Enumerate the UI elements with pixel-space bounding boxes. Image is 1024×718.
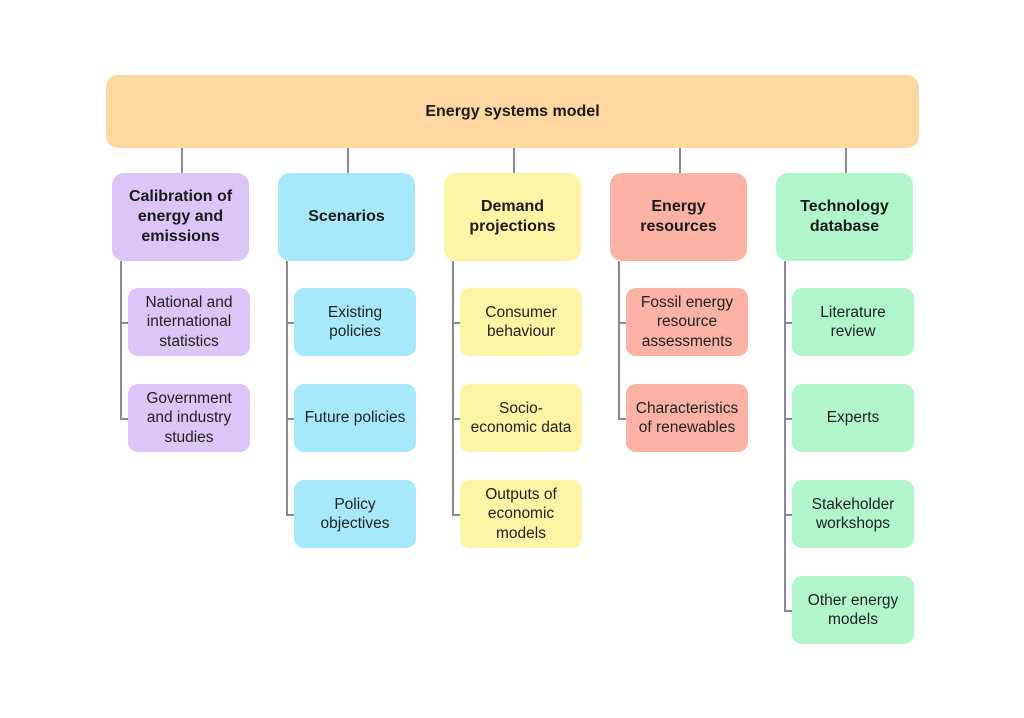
connector-spine bbox=[120, 261, 122, 418]
sub-node: Literature review bbox=[792, 288, 914, 356]
sub-node-label: National and international statistics bbox=[145, 293, 233, 350]
category-node: Scenarios bbox=[278, 173, 415, 261]
sub-node: Consumer behaviour bbox=[460, 288, 582, 356]
sub-node-label: Consumer behaviour bbox=[485, 303, 557, 341]
sub-node: Future policies bbox=[294, 384, 416, 452]
category-label: Demand projections bbox=[469, 198, 556, 235]
category-node: Technology database bbox=[776, 173, 913, 261]
category-node: Calibration of energy and emissions bbox=[112, 173, 249, 261]
root-label: Energy systems model bbox=[425, 102, 600, 120]
sub-node-label: Policy objectives bbox=[320, 495, 390, 533]
sub-node-label: Characteristics of renewables bbox=[635, 399, 739, 437]
sub-node: Policy objectives bbox=[294, 480, 416, 548]
sub-node: Fossil energy resource assessments bbox=[626, 288, 748, 356]
sub-node: Socio-economic data bbox=[460, 384, 582, 452]
connector-line bbox=[513, 148, 515, 173]
sub-node-label: Experts bbox=[826, 409, 880, 427]
sub-node: Outputs of economic models bbox=[460, 480, 582, 548]
connector-line bbox=[679, 148, 681, 173]
root-node: Energy systems model bbox=[106, 75, 919, 148]
connector-line bbox=[181, 148, 183, 173]
sub-node-label: Fossil energy resource assessments bbox=[640, 293, 734, 350]
sub-node-label: Socio-economic data bbox=[470, 399, 572, 437]
sub-node-label: Government and industry studies bbox=[146, 389, 232, 446]
connector-spine bbox=[618, 261, 620, 418]
sub-node-label: Stakeholder workshops bbox=[811, 495, 895, 533]
connector-line bbox=[347, 148, 349, 173]
sub-node: Other energy models bbox=[792, 576, 914, 644]
connector-line bbox=[845, 148, 847, 173]
sub-node-label: Other energy models bbox=[807, 591, 899, 629]
sub-node: National and international statistics bbox=[128, 288, 250, 356]
category-node: Demand projections bbox=[444, 173, 581, 261]
sub-node: Experts bbox=[792, 384, 914, 452]
sub-node-label: Outputs of economic models bbox=[485, 485, 557, 542]
sub-node: Stakeholder workshops bbox=[792, 480, 914, 548]
sub-node-label: Literature review bbox=[820, 303, 886, 341]
sub-node-label: Future policies bbox=[304, 409, 406, 427]
category-label: Technology database bbox=[800, 198, 889, 235]
sub-node-label: Existing policies bbox=[327, 303, 383, 341]
category-label: Energy resources bbox=[640, 198, 717, 235]
connector-spine bbox=[286, 261, 288, 514]
connector-spine bbox=[784, 261, 786, 610]
connector-spine bbox=[452, 261, 454, 514]
sub-node: Characteristics of renewables bbox=[626, 384, 748, 452]
category-node: Energy resources bbox=[610, 173, 747, 261]
sub-node: Government and industry studies bbox=[128, 384, 250, 452]
category-label: Scenarios bbox=[308, 208, 385, 225]
category-label: Calibration of energy and emissions bbox=[128, 188, 233, 245]
sub-node: Existing policies bbox=[294, 288, 416, 356]
